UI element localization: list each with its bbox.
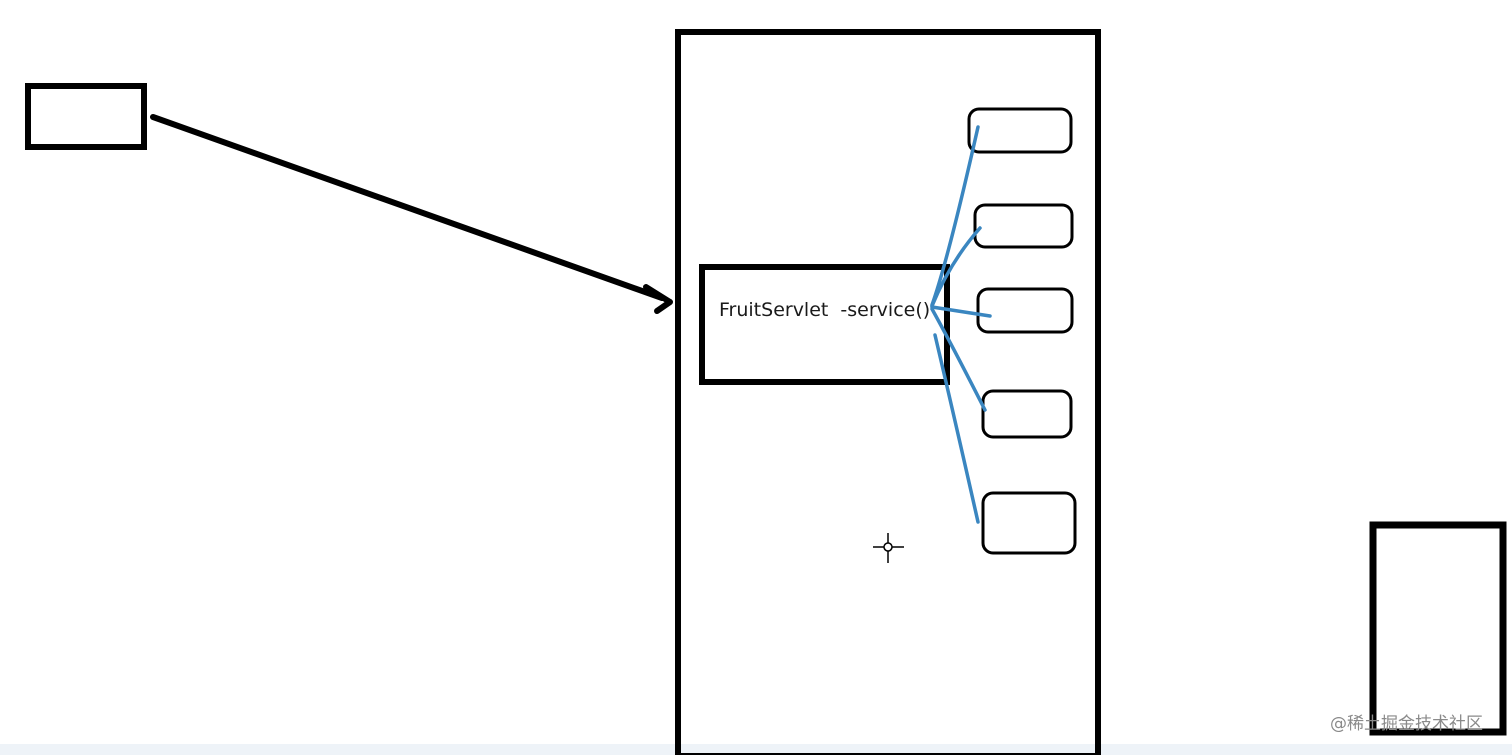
crosshair-cursor-icon: [873, 533, 904, 563]
method-box-1: [967, 107, 1073, 154]
servlet-box: [699, 264, 950, 385]
dispatch-line-1: [930, 125, 980, 307]
request-arrow-head: [643, 284, 673, 314]
client-box: [25, 83, 147, 150]
servlet-label: FruitServlet -service(): [719, 299, 930, 321]
request-arrow-line: [150, 114, 665, 301]
dispatch-line-5: [933, 333, 980, 524]
request-arrow: [150, 114, 673, 314]
method-box-4: [981, 389, 1073, 439]
method-box-2: [973, 203, 1074, 249]
watermark: @稀土掘金技术社区: [1330, 714, 1483, 734]
database-box: [1369, 521, 1507, 736]
dispatch-line-2: [930, 226, 982, 308]
container-box: [675, 29, 1101, 755]
method-box-3: [976, 287, 1074, 334]
bottom-strip: [0, 744, 1512, 755]
dispatch-line-4: [930, 307, 987, 412]
dispatch-lines: [930, 125, 992, 524]
dispatch-line-3: [930, 305, 992, 318]
method-box-5: [981, 491, 1077, 555]
